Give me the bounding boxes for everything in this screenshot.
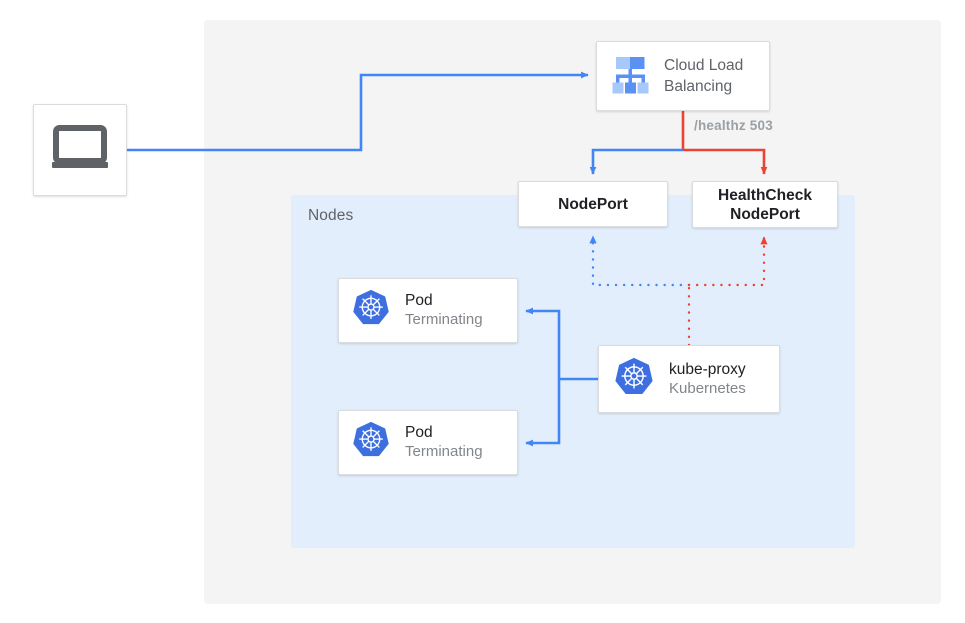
kube-proxy-subtitle: Kubernetes: [669, 379, 746, 397]
cloud-load-balancing-label: Cloud Load Balancing: [664, 57, 744, 95]
pod-title-2: Pod: [405, 424, 433, 441]
laptop-icon: [50, 124, 110, 177]
pod-title-1: Pod: [405, 292, 433, 309]
kube-proxy-title: kube-proxy: [669, 360, 746, 378]
nodeport-label: NodePort: [558, 195, 628, 213]
healthcheck-nodeport-node[interactable]: HealthCheck NodePort: [692, 181, 838, 228]
nodes-panel-label: Nodes: [308, 207, 354, 224]
pod-status-2: Terminating: [405, 443, 483, 460]
healthz-edge-label: /healthz 503: [694, 118, 773, 133]
pod-status-1: Terminating: [405, 311, 483, 328]
pod-node-1[interactable]: Pod Terminating: [338, 278, 518, 343]
kube-proxy-node[interactable]: kube-proxy Kubernetes: [598, 345, 780, 413]
cloud-load-balancing-icon: [606, 52, 654, 101]
kubernetes-icon: [613, 356, 655, 403]
kubernetes-icon: [351, 420, 391, 465]
nodeport-node[interactable]: NodePort: [518, 181, 668, 227]
client-node[interactable]: [33, 104, 127, 196]
healthcheck-nodeport-label: HealthCheck NodePort: [718, 186, 812, 223]
cloud-load-balancing-node[interactable]: Cloud Load Balancing: [596, 41, 770, 111]
kubernetes-icon: [351, 288, 391, 333]
pod-node-2[interactable]: Pod Terminating: [338, 410, 518, 475]
